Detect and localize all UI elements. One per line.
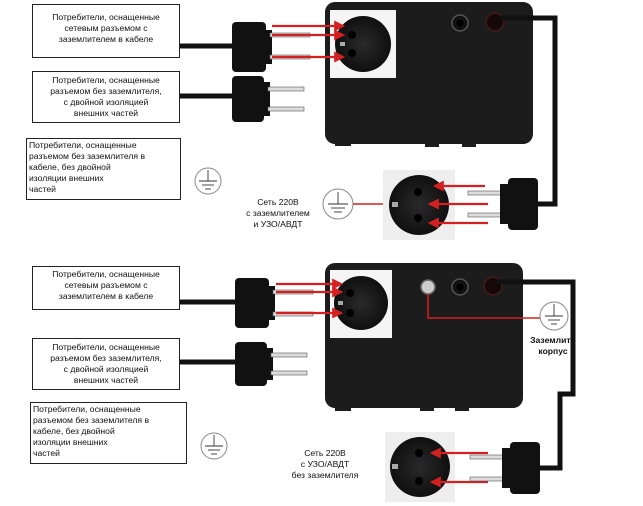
top-arrows-to-device [272, 20, 346, 63]
box-line: разъемом без заземлителя, [50, 353, 162, 363]
label-line: с заземлителем [246, 208, 310, 218]
box-line: Потребители, оснащенные [52, 342, 160, 352]
label-line: и УЗО/АВДТ [253, 219, 303, 229]
box-line: разъемом без заземлителя в [29, 151, 146, 161]
bottom-plug-grounded [180, 278, 314, 328]
box-line: внешних частей [73, 108, 139, 118]
box-line: Потребители, оснащенные [52, 75, 160, 85]
label-line: с УЗО/АВДТ [300, 459, 350, 469]
bottom-network-label: Сеть 220В с УЗО/АВДТ без заземлителя [285, 448, 365, 481]
box-line: изоляции внешних [29, 173, 104, 183]
box-line: кабеле, без двойной [33, 426, 115, 436]
top-plug-grounded [180, 22, 311, 72]
bottom-consumer-no-ground-box: Потребители, оснащенные разъемом без заз… [30, 402, 187, 464]
label-line: Сеть 220В [304, 448, 346, 458]
box-line: частей [33, 448, 60, 458]
bottom-wall-socket [385, 432, 488, 502]
bottom-ground-case-link [427, 294, 569, 331]
bottom-feed-plug [469, 279, 576, 494]
top-network-label: Сеть 220В с заземлителем и УЗО/АВДТ [238, 197, 318, 230]
ground-case-label: Заземлить корпус [518, 335, 588, 357]
box-line: разъемом без заземлителя в [33, 415, 150, 425]
bottom-consumer-double-insulated-box: Потребители, оснащенные разъемом без заз… [32, 338, 180, 390]
box-line: Потребители, оснащенные [29, 140, 137, 150]
label-line: корпус [538, 346, 568, 356]
label-line: Заземлить [530, 335, 576, 345]
box-line: Потребители, оснащенные [52, 12, 160, 22]
box-line: кабеле, без двойной [29, 162, 111, 172]
box-line: заземлителем в кабеле [58, 291, 154, 301]
top-plug-double-insulated [180, 76, 305, 122]
box-line: сетевым разъемом с [64, 280, 148, 290]
box-line: с двойной изоляцией [63, 97, 149, 107]
top-device-socket [330, 10, 396, 78]
box-line: с двойной изоляцией [63, 364, 149, 374]
top-wall-socket [322, 170, 488, 240]
label-line: без заземлителя [291, 470, 359, 480]
box-line: сетевым разъемом с [64, 23, 148, 33]
bottom-arrows-to-device [276, 278, 344, 319]
label-line: Сеть 220В [257, 197, 299, 207]
bottom-consumer-grounded-box: Потребители, оснащенные сетевым разъемом… [32, 266, 180, 310]
box-line: внешних частей [73, 375, 139, 385]
box-line: разъемом без заземлителя, [50, 86, 162, 96]
box-line: заземлителем в кабеле [58, 34, 154, 44]
top-consumer-double-insulated-box: Потребители, оснащенные разъемом без заз… [32, 71, 180, 123]
box-line: изоляции внешних [33, 437, 108, 447]
box-line: Потребители, оснащенные [33, 404, 141, 414]
top-feed-plug [467, 15, 558, 230]
top-consumer-grounded-box: Потребители, оснащенные сетевым разъемом… [32, 4, 180, 58]
top-consumer-no-ground-box: Потребители, оснащенные разъемом без заз… [26, 138, 181, 200]
bottom-device-socket [330, 270, 392, 338]
box-line: частей [29, 184, 56, 194]
bottom-plug-double-insulated [180, 342, 308, 386]
box-line: Потребители, оснащенные [52, 269, 160, 279]
